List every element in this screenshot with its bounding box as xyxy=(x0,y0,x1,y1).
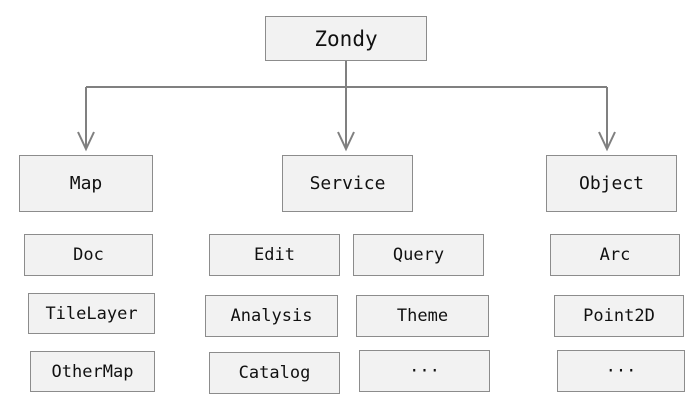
service-arrowhead xyxy=(337,131,355,152)
leaf-node-analysis: Analysis xyxy=(205,295,338,337)
leaf-node-service-more: ··· xyxy=(359,350,490,392)
object-arrowhead xyxy=(598,131,616,152)
category-node-service: Service xyxy=(282,155,413,212)
leaf-node-point2d: Point2D xyxy=(554,295,684,337)
leaf-node-arc: Arc xyxy=(550,234,680,276)
category-node-map: Map xyxy=(19,155,153,212)
leaf-node-tilelayer: TileLayer xyxy=(28,293,155,334)
leaf-node-doc: Doc xyxy=(24,234,153,276)
map-arrowhead xyxy=(77,131,95,152)
leaf-node-othermap: OtherMap xyxy=(30,351,155,392)
leaf-node-edit: Edit xyxy=(209,234,340,276)
category-node-object: Object xyxy=(546,155,677,212)
root-node-zondy: Zondy xyxy=(265,16,427,61)
leaf-node-catalog: Catalog xyxy=(209,352,340,394)
leaf-node-object-more: ··· xyxy=(557,350,685,392)
leaf-node-theme: Theme xyxy=(356,295,489,337)
leaf-node-query: Query xyxy=(353,234,484,276)
